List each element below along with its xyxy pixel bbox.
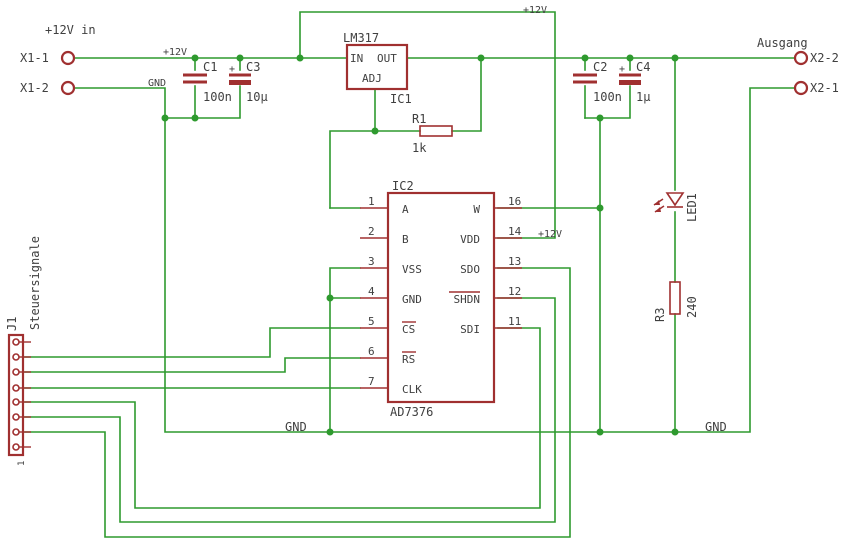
terminal-x2-1-label: X2-1 xyxy=(810,81,839,95)
resistor-r3: R3 240 xyxy=(653,281,699,322)
digital-pot-ic2: IC2 AD7376 1 2 3 4 5 6 7 A B VSS GND CS … xyxy=(360,179,522,419)
regulator-pin-adj: ADJ xyxy=(362,72,382,85)
pin-name: GND xyxy=(402,293,422,306)
pin-number: 14 xyxy=(508,225,522,238)
capacitor-c4-ref: C4 xyxy=(636,60,650,74)
wires xyxy=(24,11,796,538)
pin-number: 3 xyxy=(368,255,375,268)
output-label: Ausgang xyxy=(757,36,808,50)
terminal-x1-2-label: X1-2 xyxy=(20,81,49,95)
connector-label: Steuersignale xyxy=(28,236,42,330)
led-ref: LED1 xyxy=(685,193,699,222)
terminal-x1-1: X1-1 xyxy=(20,50,76,66)
terminal-x1-1-label: X1-1 xyxy=(20,51,49,65)
pin-name: VDD xyxy=(460,233,480,246)
input-label: +12V in xyxy=(45,23,96,37)
terminal-x2-2-label: X2-2 xyxy=(810,51,839,65)
junctions xyxy=(161,54,679,436)
net-label-gnd-bottom-left: GND xyxy=(285,420,307,434)
polarity-plus-icon: + xyxy=(229,64,235,75)
pin-number: 6 xyxy=(368,345,375,358)
pin-number: 11 xyxy=(508,315,521,328)
capacitor-c1: C1 100n xyxy=(183,60,232,104)
pin-number: 7 xyxy=(368,375,375,388)
capacitor-c2-ref: C2 xyxy=(593,60,607,74)
pin-number: 13 xyxy=(508,255,521,268)
pin-number: 5 xyxy=(368,315,375,328)
connector-j1: J1 Steuersignale 1 xyxy=(5,236,42,466)
led-icon: LED1 xyxy=(653,192,699,222)
pin-name: W xyxy=(473,203,480,216)
pin-name: SDO xyxy=(460,263,480,276)
net-label-12v-top: +12V xyxy=(523,5,547,16)
pin-number: 1 xyxy=(368,195,375,208)
pin-name: SHDN xyxy=(454,293,481,306)
capacitor-c3-value: 10µ xyxy=(246,90,268,104)
capacitor-c4-value: 1µ xyxy=(636,90,650,104)
capacitor-c3: + C3 10µ xyxy=(229,60,268,104)
terminal-x2-1: X2-1 xyxy=(793,80,839,96)
capacitor-c1-value: 100n xyxy=(203,90,232,104)
polarity-plus-icon: + xyxy=(619,64,625,75)
regulator-pin-in: IN xyxy=(350,52,363,65)
pin-name: CLK xyxy=(402,383,422,396)
digital-pot-part: AD7376 xyxy=(390,405,433,419)
net-label-12v-input: +12V xyxy=(163,47,187,58)
resistor-r3-value: 240 xyxy=(685,296,699,318)
connector-ref: J1 xyxy=(5,317,19,331)
resistor-r3-ref: R3 xyxy=(653,308,667,322)
capacitor-c2-value: 100n xyxy=(593,90,622,104)
resistor-r1-value: 1k xyxy=(412,141,427,155)
capacitor-c3-ref: C3 xyxy=(246,60,260,74)
pin-name: A xyxy=(402,203,409,216)
pin-name: RS xyxy=(402,353,415,366)
pin-name: VSS xyxy=(402,263,422,276)
pin-name: CS xyxy=(402,323,415,336)
net-label-12v-vdd: +12V xyxy=(538,229,562,240)
pin-number: 12 xyxy=(508,285,521,298)
terminal-x1-2: X1-2 xyxy=(20,80,76,96)
resistor-r1: R1 1k xyxy=(412,112,453,155)
net-label-gnd-bottom-right: GND xyxy=(705,420,727,434)
pin-number: 16 xyxy=(508,195,521,208)
pin-number: 2 xyxy=(368,225,375,238)
capacitor-c1-ref: C1 xyxy=(203,60,217,74)
capacitor-c2: C2 100n xyxy=(573,60,622,104)
pin-name: SDI xyxy=(460,323,480,336)
pin-number: 4 xyxy=(368,285,375,298)
pin-name: B xyxy=(402,233,409,246)
digital-pot-ref: IC2 xyxy=(392,179,414,193)
connector-pin1: 1 xyxy=(17,461,27,466)
capacitor-c4: + C4 1µ xyxy=(619,60,650,104)
resistor-r1-ref: R1 xyxy=(412,112,426,126)
regulator-ic1: LM317 IN OUT ADJ IC1 xyxy=(343,31,412,106)
regulator-part: LM317 xyxy=(343,31,379,45)
terminal-x2-2: X2-2 xyxy=(793,50,839,66)
regulator-ref: IC1 xyxy=(390,92,412,106)
regulator-pin-out: OUT xyxy=(377,52,397,65)
net-label-gnd-input: GND xyxy=(148,78,166,89)
